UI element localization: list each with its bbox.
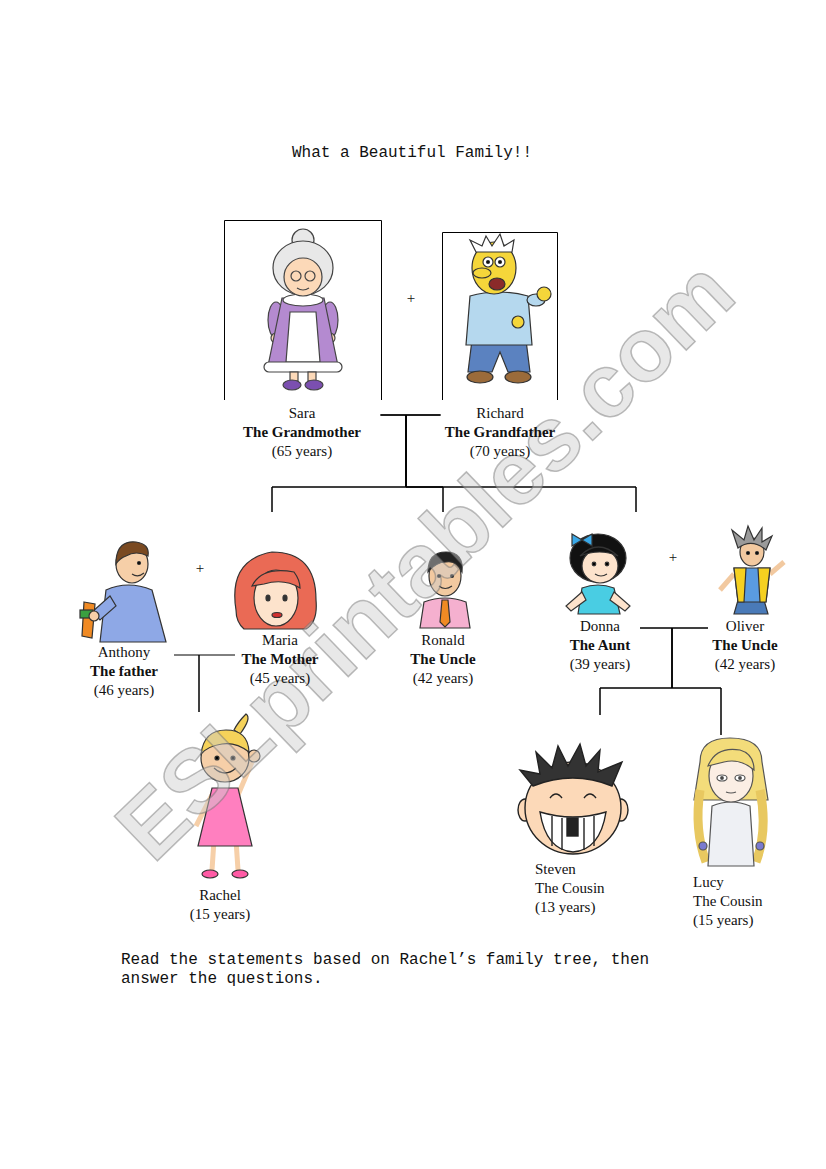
lucy-figure — [694, 738, 768, 866]
steven-figure — [518, 744, 628, 854]
role-label: The Cousin — [535, 879, 605, 898]
role-label: The Mother — [241, 650, 318, 669]
person-node: DonnaThe Aunt(39 years) — [560, 512, 640, 674]
person-node: MariaThe Mother(45 years) — [235, 512, 325, 688]
person-node: RichardThe Grandfather(70 years) — [441, 232, 560, 461]
picture-frame — [443, 233, 558, 401]
role-label: The Uncle — [410, 650, 475, 669]
role-label: The father — [90, 662, 158, 681]
age-label: (42 years) — [715, 655, 775, 674]
role-label: The Uncle — [712, 636, 777, 655]
uncle-figure — [720, 526, 784, 614]
age-label: (13 years) — [535, 898, 595, 917]
role-label: The Cousin — [693, 892, 763, 911]
person-name: Steven — [535, 860, 576, 879]
person-name: Ronald — [421, 631, 464, 650]
age-label: (45 years) — [250, 669, 310, 688]
person-node: OliverThe Uncle(42 years) — [708, 528, 782, 674]
instruction-text: Read the statements based on Rachel’s fa… — [121, 951, 671, 989]
grandfather-figure — [466, 234, 551, 383]
grandmother-figure — [264, 229, 342, 390]
father-figure — [80, 542, 166, 642]
plus-sign: + — [669, 549, 677, 566]
person-name: Richard — [476, 404, 523, 423]
title: What a Beautiful Family!! — [292, 144, 532, 162]
age-label: (70 years) — [470, 442, 530, 461]
person-name: Donna — [580, 617, 620, 636]
person-node: LucyThe Cousin(15 years) — [686, 735, 776, 930]
person-node: Rachel(15 years) — [179, 712, 261, 924]
picture-frame — [225, 221, 382, 401]
aunt-figure — [566, 534, 630, 614]
person-node: SaraThe Grandmother(65 years) — [224, 220, 381, 461]
family-line — [174, 655, 199, 712]
age-label: (46 years) — [94, 681, 154, 700]
plus-sign: + — [407, 290, 415, 307]
person-name: Oliver — [726, 617, 764, 636]
person-name: Rachel — [199, 886, 241, 905]
age-label: (42 years) — [413, 669, 473, 688]
age-label: (15 years) — [190, 905, 250, 924]
role-label: The Aunt — [570, 636, 630, 655]
age-label: (15 years) — [693, 911, 753, 930]
person-name: Maria — [262, 631, 298, 650]
person-name: Sara — [289, 404, 316, 423]
person-name: Anthony — [98, 643, 151, 662]
person-node: RonaldThe Uncle(42 years) — [406, 512, 480, 688]
role-label: The Grandmother — [243, 423, 361, 442]
age-label: (39 years) — [570, 655, 630, 674]
person-node: AnthonyThe father(46 years) — [74, 540, 174, 700]
person-node: StevenThe Cousin(13 years) — [513, 715, 633, 917]
family-line — [640, 628, 721, 735]
age-label: (65 years) — [272, 442, 332, 461]
person-name: Lucy — [693, 873, 724, 892]
role-label: The Grandfather — [445, 423, 555, 442]
plus-sign: + — [196, 560, 204, 577]
watermark: ESLprintables.com — [96, 240, 754, 880]
